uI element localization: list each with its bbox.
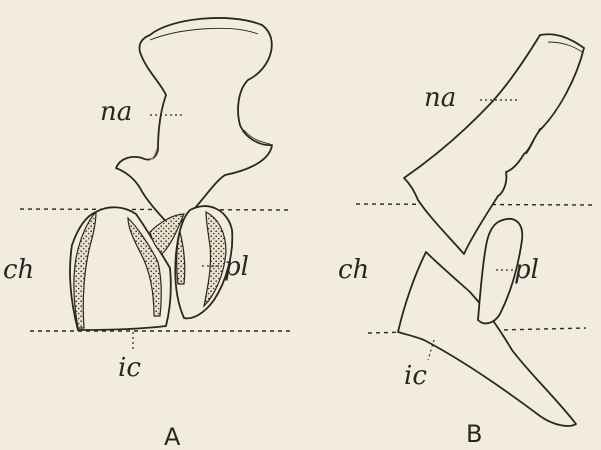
label-ic-a: ic [118, 353, 141, 383]
label-pl-b: pl [514, 255, 539, 285]
label-pl-a: pl [224, 252, 249, 282]
label-ch-b: ch [338, 255, 369, 285]
panel-label-b: B [466, 420, 482, 448]
label-na-a: na [100, 97, 132, 127]
panel-b: na ch pl ic B [338, 34, 592, 448]
panel-label-a: A [164, 423, 181, 450]
label-ic-b: ic [404, 361, 427, 391]
neural-arch-b [404, 34, 584, 254]
panel-a: na ch pl ic A [3, 18, 290, 450]
label-na-b: na [424, 83, 456, 113]
neural-arch-a [116, 18, 272, 228]
label-ch-a: ch [3, 255, 34, 285]
